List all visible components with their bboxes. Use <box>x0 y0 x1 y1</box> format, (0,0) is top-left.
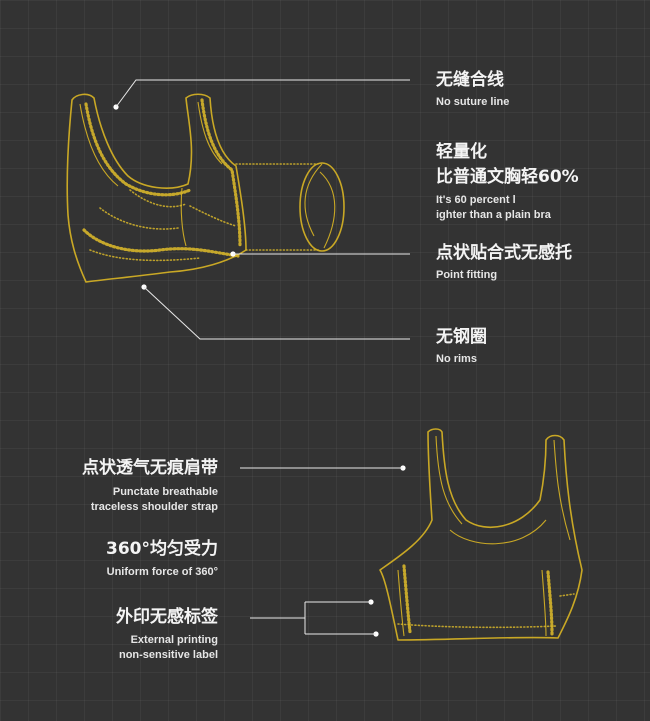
callout-lines <box>113 79 410 637</box>
feature-no-rims-cn: 无钢圈 <box>436 327 487 347</box>
feature-lightweight-cn-1: 轻量化 <box>436 142 487 162</box>
feature-strap-en-1: Punctate breathable <box>112 486 218 498</box>
feature-no-suture-cn: 无缝合线 <box>436 70 504 90</box>
feature-lightweight-cn-2: 比普通文胸轻60% <box>436 167 579 187</box>
feature-strap-en-2: traceless shoulder strap <box>90 501 218 513</box>
feature-no-suture-en: No suture line <box>436 96 510 108</box>
feature-point-fit-cn: 点状贴合式无感托 <box>436 243 572 263</box>
feature-label-en-1: External printing <box>130 634 218 646</box>
front-bra-outline <box>66 93 247 283</box>
feature-label-en-2: non-sensitive label <box>118 649 218 661</box>
feature-force-en: Uniform force of 360° <box>106 566 218 578</box>
feature-label-cn: 外印无感标签 <box>116 607 218 627</box>
feature-point-fit-en: Point fitting <box>436 269 498 281</box>
side-bra-outline <box>379 428 583 641</box>
feature-lightweight-en-2: ighter than a plain bra <box>436 209 551 221</box>
feature-force-cn: 360°均匀受力 <box>106 539 218 559</box>
feature-lightweight-en-1: It's 60 percent l <box>436 194 516 206</box>
feature-strap-cn: 点状透气无痕肩带 <box>82 458 218 478</box>
feature-no-rims-en: No rims <box>436 353 477 365</box>
cup-section-callout <box>235 162 345 252</box>
